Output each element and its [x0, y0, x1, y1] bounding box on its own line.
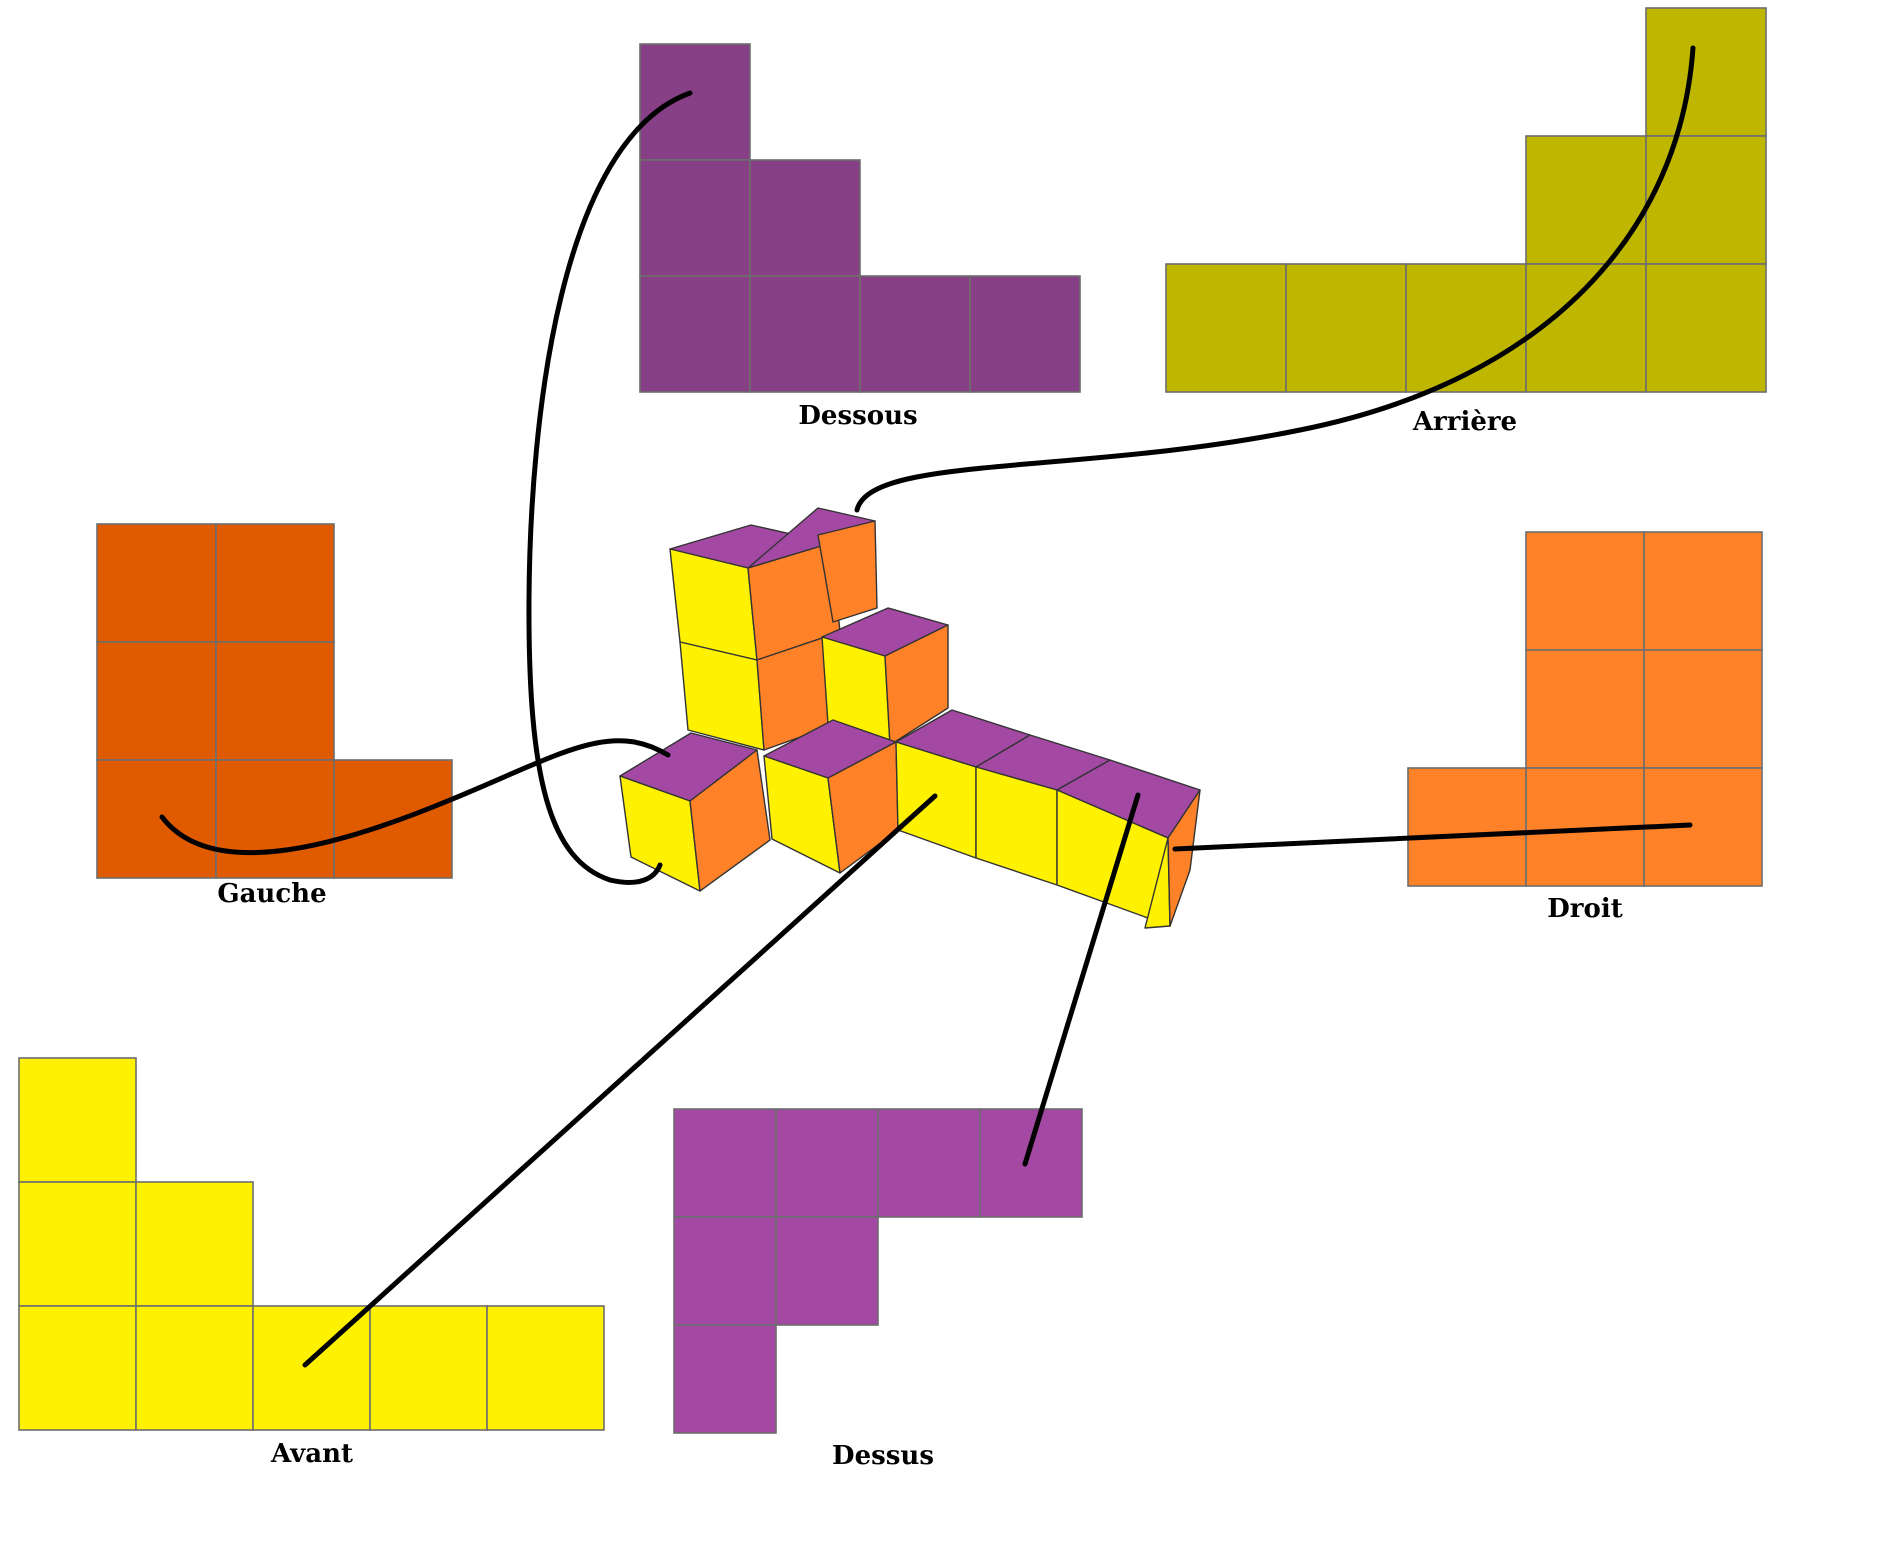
- dessous-cell: [749, 159, 861, 277]
- gauche-cell: [215, 523, 335, 643]
- label-arriere: Arrière: [1412, 407, 1517, 437]
- gauche-cell: [215, 759, 335, 879]
- label-droit: Droit: [1547, 894, 1622, 924]
- label-dessus: Dessus: [832, 1441, 934, 1471]
- arriere-cell: [1165, 263, 1287, 393]
- dessous-cell: [639, 43, 751, 161]
- arriere-cell: [1645, 7, 1767, 137]
- avant-cell: [18, 1181, 137, 1307]
- view-dessus-grid: [673, 1108, 1083, 1434]
- avant-cell: [18, 1057, 137, 1183]
- dessous-cell: [859, 275, 971, 393]
- arriere-cell: [1285, 263, 1407, 393]
- avant-cell: [486, 1305, 605, 1431]
- cube-face-side: [884, 624, 949, 746]
- droit-cell: [1525, 649, 1645, 769]
- arriere-cell: [1645, 263, 1767, 393]
- dessous-cell: [749, 275, 861, 393]
- droit-cell: [1643, 649, 1763, 769]
- view-avant-grid: [18, 1057, 605, 1431]
- connector-droit: [1172, 822, 1693, 852]
- connector-arriere: [854, 45, 1696, 513]
- gauche-cell: [215, 641, 335, 761]
- droit-cell: [1407, 767, 1527, 887]
- dessus-cell: [673, 1216, 777, 1326]
- view-dessous-grid: [639, 43, 1081, 393]
- label-gauche: Gauche: [217, 879, 326, 909]
- droit-cell: [1525, 531, 1645, 651]
- dessous-cell: [639, 275, 751, 393]
- connector-dessus: [1022, 792, 1141, 1167]
- view-arriere-grid: [1165, 7, 1767, 393]
- arriere-cell: [1525, 135, 1647, 265]
- avant-cell: [18, 1305, 137, 1431]
- dessus-cell: [877, 1108, 981, 1218]
- dessus-cell: [979, 1108, 1083, 1218]
- gauche-cell: [96, 759, 217, 879]
- dessus-cell: [775, 1108, 879, 1218]
- avant-cell: [135, 1305, 254, 1431]
- gauche-cell: [96, 641, 217, 761]
- connector-avant: [302, 793, 938, 1368]
- dessous-cell: [639, 159, 751, 277]
- cube-face-side: [689, 749, 771, 892]
- gauche-cell: [96, 523, 217, 643]
- dessus-cell: [673, 1324, 777, 1434]
- avant-cell: [369, 1305, 488, 1431]
- label-dessous: Dessous: [798, 401, 917, 431]
- view-gauche-grid: [96, 523, 453, 879]
- cube-face-side: [1167, 789, 1201, 927]
- cube-face-side: [817, 520, 878, 623]
- gauche-cell: [333, 759, 453, 879]
- view-droit-grid: [1407, 531, 1763, 887]
- droit-cell: [1643, 531, 1763, 651]
- label-avant: Avant: [270, 1439, 353, 1469]
- dessous-cell: [969, 275, 1081, 393]
- arriere-cell: [1645, 135, 1767, 265]
- dessus-cell: [673, 1108, 777, 1218]
- avant-cell: [135, 1181, 254, 1307]
- connector-gauche: [159, 738, 671, 856]
- cube-assembly-3d: [619, 507, 1201, 929]
- connector-dessous: [526, 90, 693, 885]
- arriere-cell: [1405, 263, 1527, 393]
- dessus-cell: [775, 1216, 879, 1326]
- connector-lines: [159, 45, 1696, 1368]
